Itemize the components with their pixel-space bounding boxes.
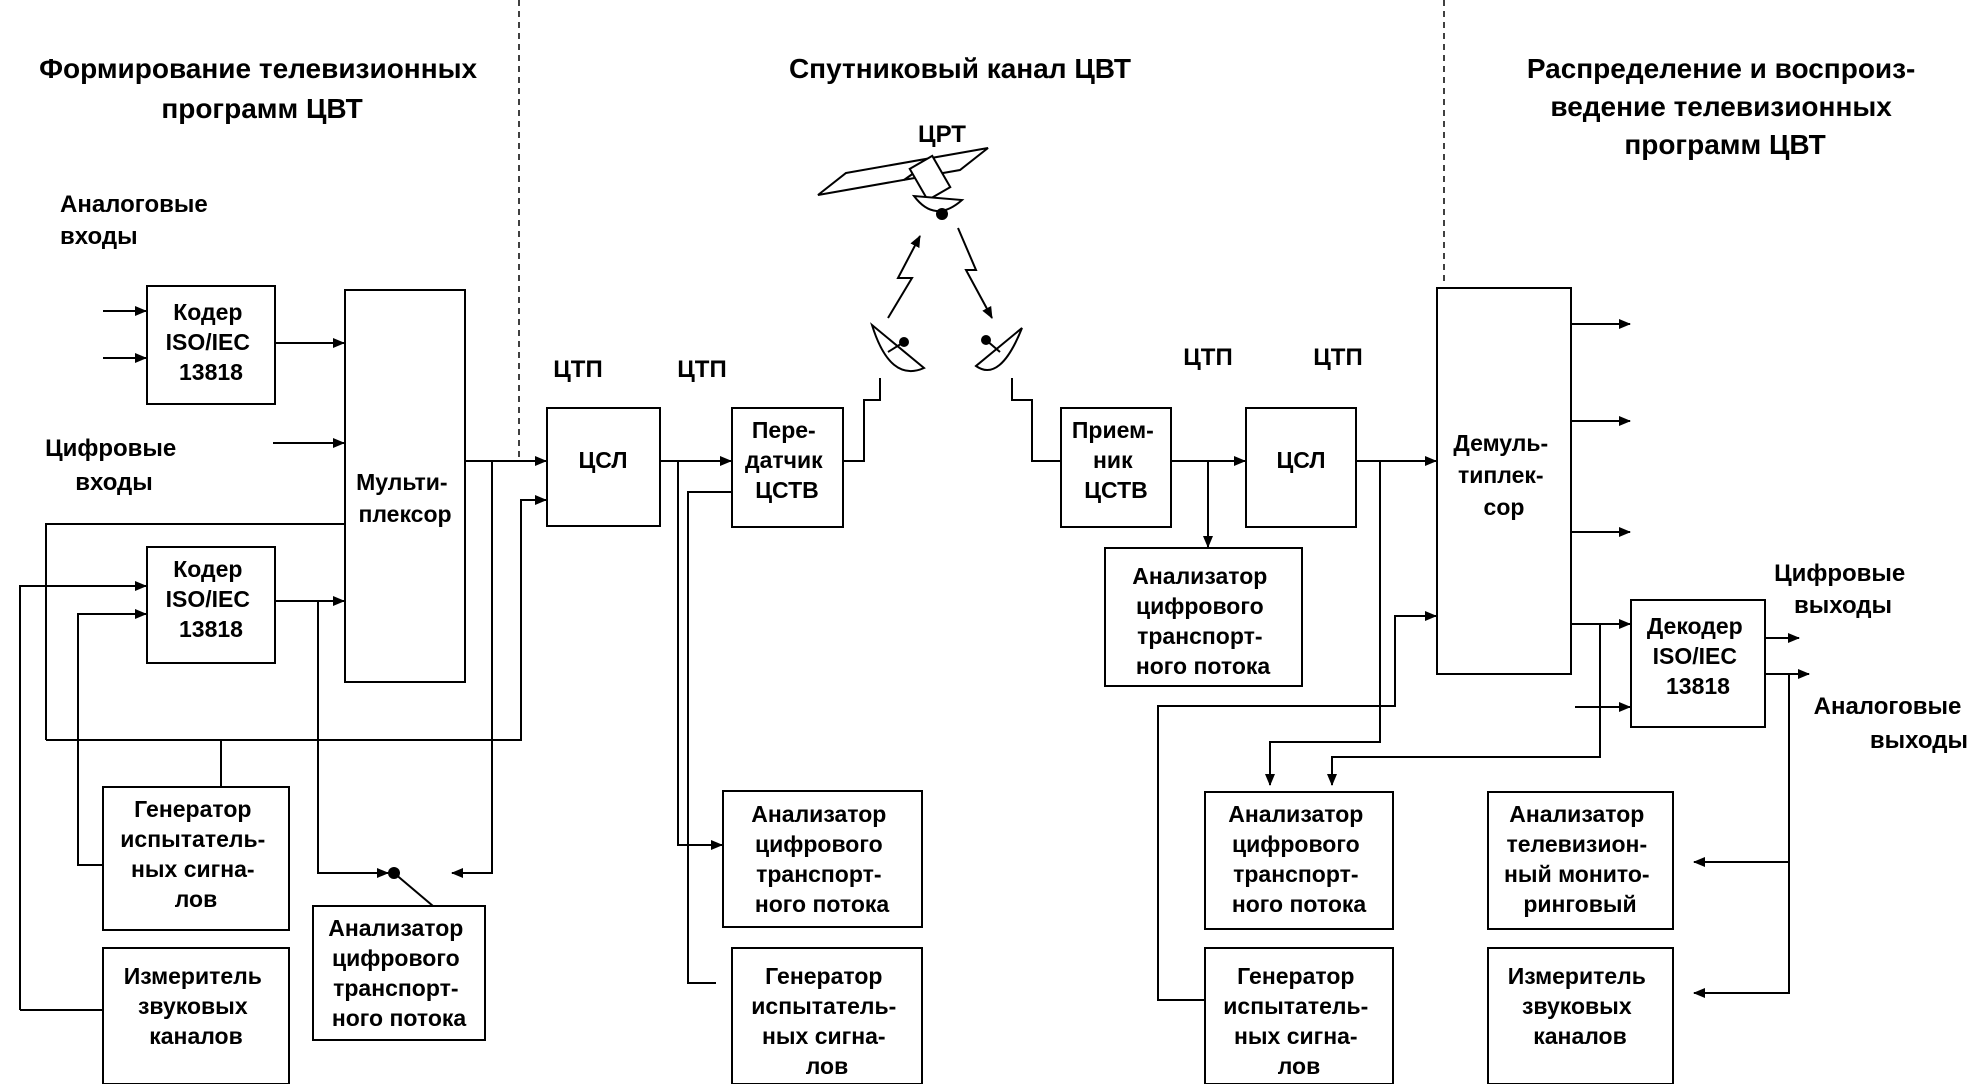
- svg-text:Генератор испытатель-: Генератор испытатель- ных сигна- лов: [120, 796, 271, 912]
- svg-text:Кодер ISO/IEC 1381: Кодер ISO/IEC 13818: [166, 299, 257, 385]
- ctp-label-4: ЦТП: [1313, 344, 1362, 371]
- analog-inputs-label: Аналоговые входы: [60, 191, 214, 250]
- digital-inputs-label: Цифровые входы: [45, 435, 183, 496]
- digital-link-block-1: ЦСЛ: [546, 407, 661, 527]
- ctp-label-3: ЦТП: [1183, 344, 1232, 371]
- ctp-label-2: ЦТП: [677, 356, 726, 383]
- svg-text:Кодер ISO/IEC 1381: Кодер ISO/IEC 13818: [166, 556, 257, 642]
- satellite-label: ЦРТ: [918, 121, 966, 148]
- analog-outputs-label: Аналоговые выходы: [1814, 693, 1968, 754]
- ctp-label-1: ЦТП: [553, 356, 602, 383]
- svg-text:Измеритель звуковых: Измеритель звуковых каналов: [1508, 963, 1653, 1049]
- multiplexer-block: Мульти- плексор: [344, 289, 466, 683]
- ts-analyzer-left: Анализатор цифрового транспорт- ного пот…: [312, 905, 486, 1041]
- svg-text:Генератор испытатель-: Генератор испытатель- ных сигна- лов: [751, 963, 902, 1079]
- receiver-block: Прием- ник ЦСТВ: [1060, 407, 1172, 528]
- audio-meter-right: Измеритель звуковых каналов: [1487, 947, 1674, 1084]
- svg-text:ЦСЛ: ЦСЛ: [1277, 447, 1326, 473]
- ts-analyzer-receiver: Анализатор цифрового транспорт- ного пот…: [1104, 547, 1303, 687]
- svg-text:Декодер ISO/IEC 13: Декодер ISO/IEC 13818: [1647, 613, 1749, 699]
- svg-text:Анализатор цифрового: Анализатор цифрового транспорт- ного пот…: [1132, 563, 1273, 679]
- svg-text:Анализатор цифрового: Анализатор цифрового транспорт- ного пот…: [1228, 801, 1369, 917]
- connection-lines: [19, 306, 1810, 1011]
- coder-block-2: Кодер ISO/IEC 13818: [146, 546, 276, 664]
- section-title-middle: Спутниковый канал ЦВТ: [789, 53, 1131, 84]
- section-title-right: Распределение и воспроиз- ведение телеви…: [1527, 53, 1923, 160]
- svg-text:Анализатор телевизион-: Анализатор телевизион- ный монито- ринго…: [1504, 801, 1656, 917]
- ts-analyzer-middle: Анализатор цифрового транспорт- ного пот…: [722, 790, 923, 928]
- test-signal-generator-right: Генератор испытатель- ных сигна- лов: [1204, 947, 1394, 1084]
- transmit-dish-icon: [870, 322, 926, 373]
- test-signal-generator-middle: Генератор испытатель- ных сигна- лов: [731, 947, 923, 1084]
- svg-text:Анализатор цифрового: Анализатор цифрового транспорт- ного пот…: [751, 801, 892, 917]
- svg-text:Демуль- типлек- со: Демуль- типлек- сор: [1453, 430, 1554, 520]
- uplink-wave: [887, 235, 921, 319]
- receive-dish-icon: [974, 327, 1023, 371]
- decoder-block: Декодер ISO/IEC 13818: [1630, 599, 1766, 728]
- svg-text:Пере- датчик ЦСТВ: Пере- датчик ЦСТВ: [745, 417, 829, 503]
- digital-outputs-label: Цифровые выходы: [1774, 560, 1912, 619]
- audio-meter-left: Измеритель звуковых каналов: [102, 947, 290, 1084]
- svg-text:Генератор испытатель-: Генератор испытатель- ных сигна- лов: [1223, 963, 1374, 1079]
- test-signal-generator-left: Генератор испытатель- ных сигна- лов: [102, 786, 290, 931]
- ts-analyzer-right: Анализатор цифрового транспорт- ного пот…: [1204, 791, 1394, 930]
- section-title-left: Формирование телевизионных программ ЦВТ: [39, 53, 485, 124]
- svg-text:Измеритель звуковых: Измеритель звуковых каналов: [124, 963, 269, 1049]
- downlink-wave: [957, 227, 993, 319]
- coder-block-1: Кодер ISO/IEC 13818: [146, 285, 276, 405]
- svg-text:Мульти- плексор: Мульти- плексор: [356, 469, 454, 527]
- satellite-icon: [817, 147, 989, 220]
- svg-text:Анализатор цифрового: Анализатор цифрового транспорт- ного пот…: [328, 915, 469, 1031]
- svg-text:Прием- ник ЦСТВ: Прием- ник ЦСТВ: [1072, 417, 1160, 503]
- svg-text:ЦСЛ: ЦСЛ: [579, 447, 628, 473]
- transmitter-block: Пере- датчик ЦСТВ: [731, 407, 844, 528]
- tv-monitoring-analyzer: Анализатор телевизион- ный монито- ринго…: [1487, 791, 1674, 930]
- digital-link-block-2: ЦСЛ: [1245, 407, 1357, 528]
- demultiplexer-block: Демуль- типлек- сор: [1436, 287, 1572, 675]
